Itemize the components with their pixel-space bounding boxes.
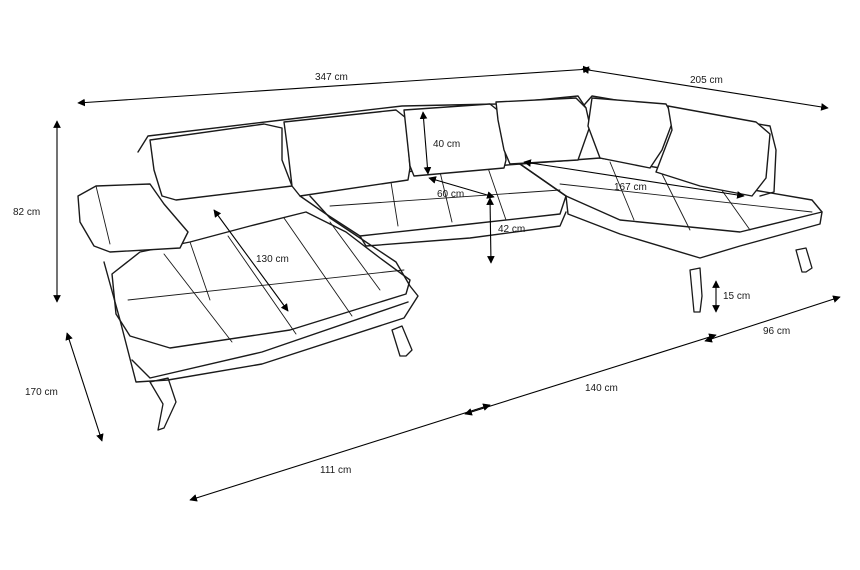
dim-130-line: [213, 209, 289, 312]
sofa-drawing: [77, 95, 823, 431]
back-cushion-4: [495, 97, 591, 165]
label-left-seat-length: 130 cm: [256, 254, 289, 265]
dim-40-line: [419, 111, 432, 175]
label-seat-height: 42 cm: [498, 224, 525, 235]
label-right-module-width: 96 cm: [763, 326, 790, 337]
label-total-width: 347 cm: [315, 72, 348, 83]
dim-140-line: [464, 333, 717, 416]
main-seat-front: [359, 211, 567, 247]
label-right-depth: 205 cm: [690, 75, 723, 86]
label-left-depth: 170 cm: [25, 387, 58, 398]
left-chaise-seat: [111, 211, 411, 349]
dim-170-line: [65, 332, 104, 442]
label-height: 82 cm: [13, 207, 40, 218]
label-left-module-width: 111 cm: [320, 465, 351, 476]
left-chaise-bottom: [131, 301, 409, 379]
sofa-legs: [149, 247, 813, 431]
dim-167-line: [523, 159, 745, 199]
label-seat-depth: 60 cm: [437, 189, 464, 200]
right-chaise-front: [565, 195, 823, 259]
dim-96-line: [704, 295, 841, 343]
label-leg-height: 15 cm: [723, 291, 750, 302]
back-cushion-1: [149, 123, 293, 201]
back-cushion-2: [283, 109, 411, 197]
dim-347-line: [77, 65, 591, 107]
left-chaise-base: [103, 195, 419, 383]
label-middle-module-width: 140 cm: [585, 383, 618, 394]
dim-42-line: [486, 197, 495, 264]
dimension-lines: [53, 65, 841, 502]
dimension-labels: 347 cm 205 cm 82 cm 170 cm 130 cm 40 cm …: [13, 72, 790, 476]
label-right-seat-length: 167 cm: [614, 182, 647, 193]
dim-111-line: [189, 403, 491, 502]
back-cushion-6: [655, 105, 771, 197]
left-armrest: [77, 183, 189, 253]
dim-60-line: [428, 176, 495, 199]
dim-205-line: [581, 66, 829, 111]
label-backrest-height: 40 cm: [433, 139, 460, 150]
